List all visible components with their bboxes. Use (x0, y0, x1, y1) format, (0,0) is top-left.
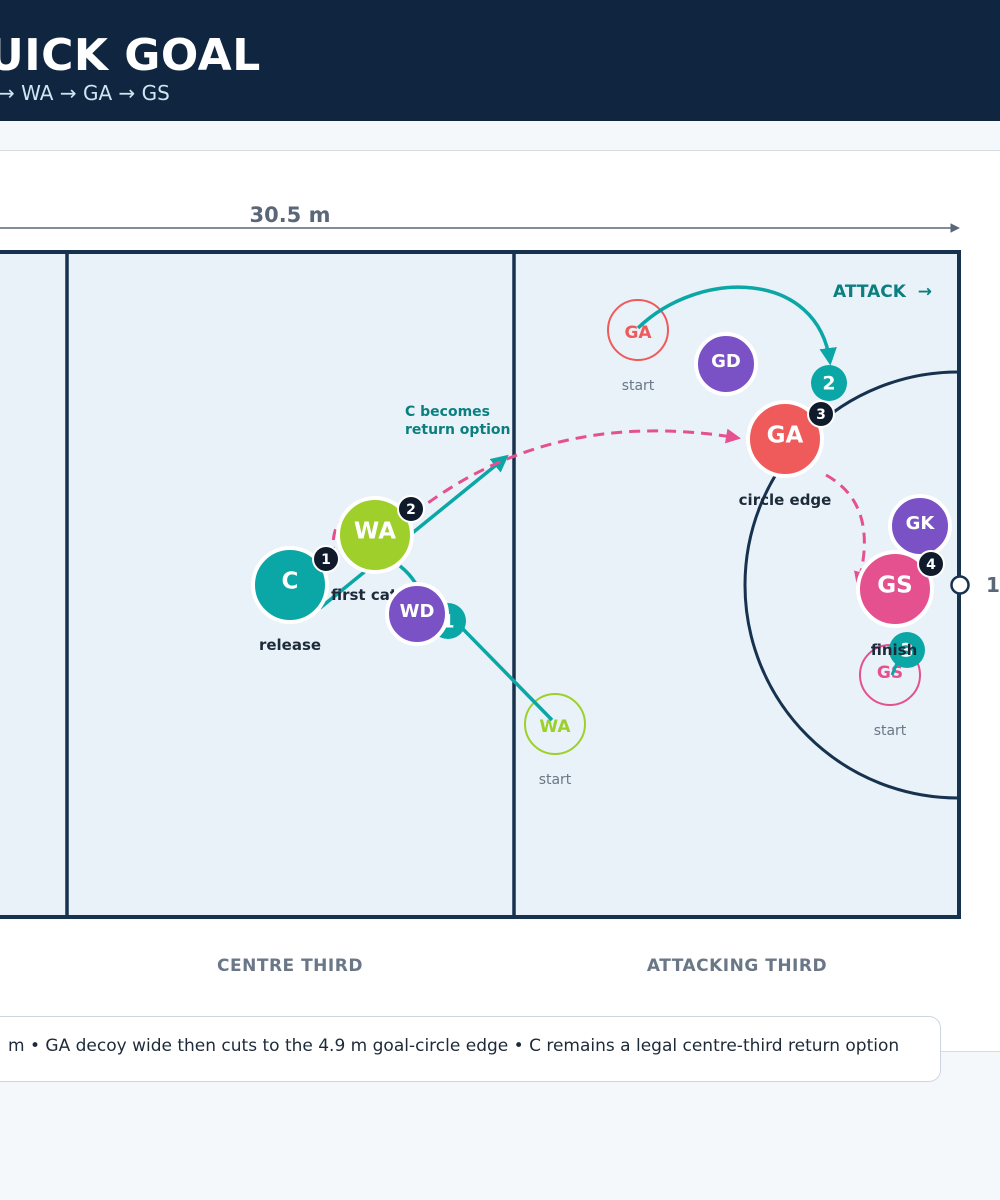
player-ga-label: circle edge (739, 491, 832, 509)
player-wa-label: first cat (331, 586, 397, 604)
ghost-ga-start-label: start (622, 378, 655, 394)
pass-step-4-badge: 4 (917, 550, 945, 578)
pass-step-2-number: 2 (406, 502, 416, 518)
return-option-note-line2: return option (405, 422, 511, 438)
move-step-2-badge: 2 (811, 365, 847, 401)
attacking-third-label: ATTACKING THIRD (647, 956, 827, 976)
page-title: UICK GOAL (0, 30, 261, 81)
ghost-wa-abbr: WA (539, 717, 571, 737)
player-gk-abbr: GK (906, 513, 936, 534)
ga-decoy-run-path (636, 285, 837, 366)
pass-step-2-badge: 2 (397, 495, 425, 523)
centre-third-label: CENTRE THIRD (217, 956, 363, 976)
player-gs: GS finish (856, 550, 934, 659)
player-c-abbr: C (282, 569, 299, 595)
goal-post (950, 575, 970, 595)
player-wa: WA first cat (331, 496, 414, 604)
player-wa-abbr: WA (354, 519, 396, 545)
ghost-ga-abbr: GA (624, 323, 652, 343)
move-step-2-number: 2 (822, 373, 835, 395)
pass-ga-to-gs (825, 473, 869, 587)
court-surface (0, 250, 961, 919)
ghost-gs-start-label: start (874, 723, 907, 739)
move-step-3-number: 3 (900, 640, 913, 662)
notes-box: m • GA decoy wide then cuts to the 4.9 m… (0, 1016, 941, 1082)
pass-step-3-badge: 3 (807, 400, 835, 428)
player-c: C release (251, 546, 329, 654)
player-gs-abbr: GS (877, 573, 912, 599)
pass-step-4-number: 4 (926, 557, 936, 573)
wa-lead-run-path (460, 626, 554, 722)
pass-step-1-number: 1 (321, 552, 331, 568)
header-bar: UICK GOAL → WA → GA → GS (0, 0, 1000, 121)
attack-direction-label: ATTACK → (833, 282, 932, 302)
player-ga: GA circle edge (739, 400, 832, 509)
pass-step-3-number: 3 (816, 407, 826, 423)
player-gk: GK (888, 494, 952, 558)
player-ga-abbr: GA (767, 423, 804, 449)
notes-text: m • GA decoy wide then cuts to the 4.9 m… (8, 1036, 900, 1056)
goal-circle (743, 370, 959, 800)
player-c-label: release (259, 636, 321, 654)
player-wd-abbr: WD (400, 601, 435, 622)
return-option-note-line1: C becomes (405, 404, 490, 420)
move-step-3-badge: 3 (889, 632, 925, 668)
player-gd-abbr: GD (711, 351, 741, 372)
goal-post-label: 1 (986, 573, 1000, 597)
pass-step-1-badge: 1 (312, 545, 340, 573)
page-subtitle: → WA → GA → GS (0, 81, 170, 105)
pass-wa-to-ga (399, 428, 741, 527)
ghost-wa-start-label: start (539, 772, 572, 788)
player-gd: GD (694, 332, 758, 396)
length-measure-label: 30.5 m (249, 203, 330, 227)
player-gs-label: finish (871, 641, 918, 659)
player-wd: WD (385, 582, 449, 646)
